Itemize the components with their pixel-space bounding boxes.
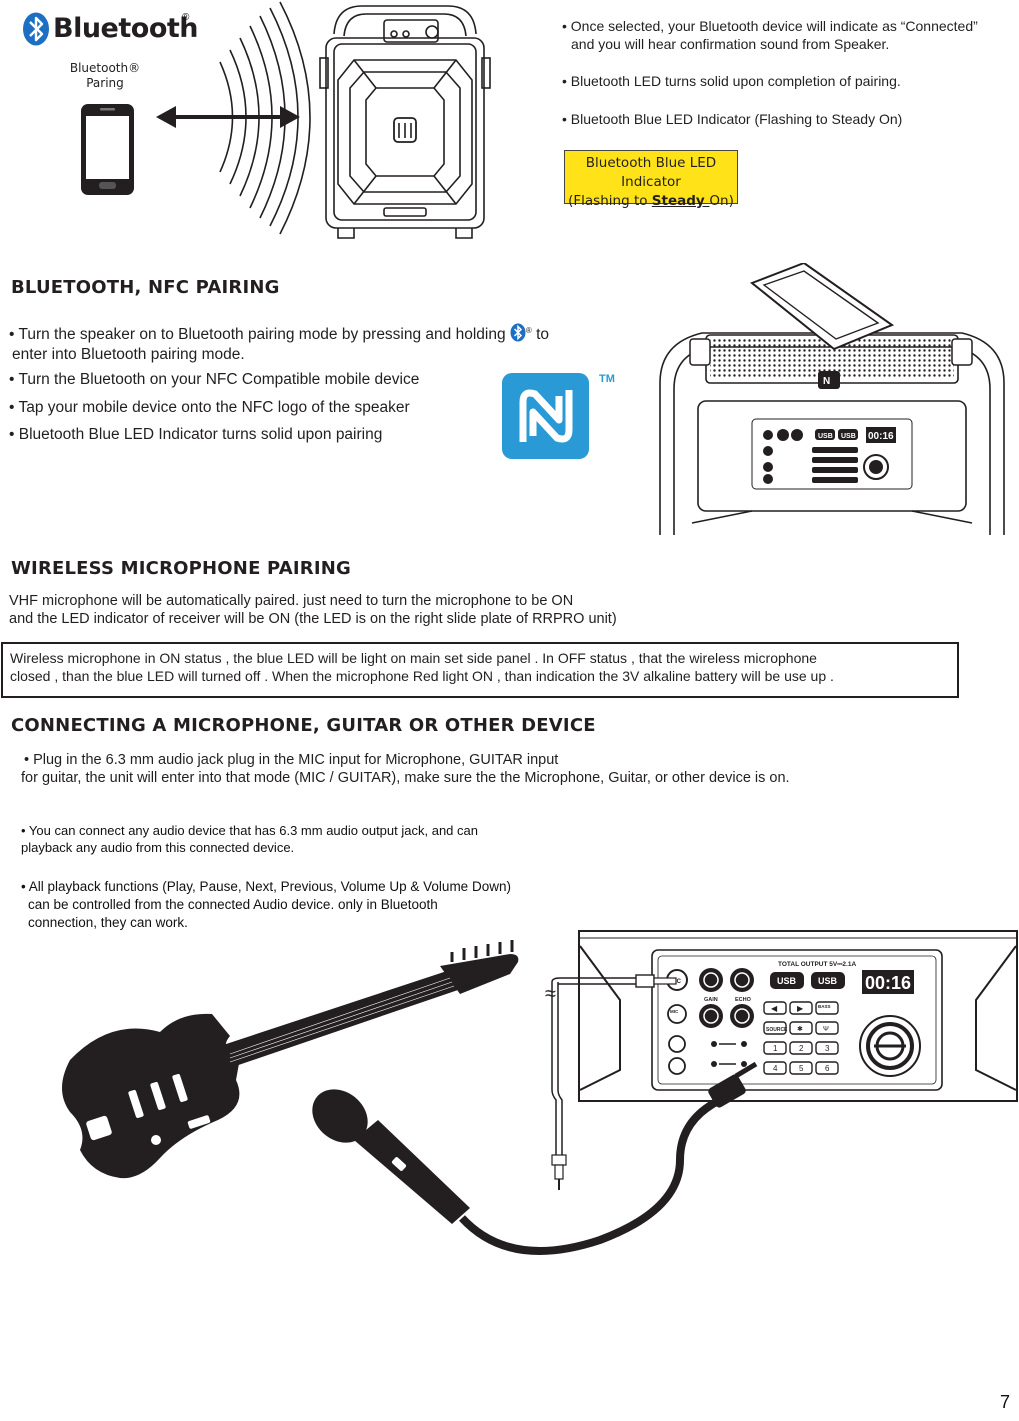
nfc-bullet-1: • Turn the speaker on to Bluetooth pairi… (9, 321, 619, 345)
led-indicator-box: Bluetooth Blue LED Indicator (Flashing t… (564, 150, 738, 209)
panel-usb2-label: USB (818, 976, 838, 986)
control-panel-drawing: TOTAL OUTPUT 5V⎓2.1A MIC GAIN ECHO MIC U… (578, 930, 1018, 1102)
svg-text:≈: ≈ (545, 983, 556, 1005)
nfc-bullet-1-cont: enter into Bluetooth pairing mode. (12, 346, 245, 364)
double-arrow-icon (156, 106, 300, 128)
wireless-text-line1: VHF microphone will be automatically pai… (9, 593, 574, 609)
panel-usb-symbol: Ψ (823, 1026, 829, 1033)
panel-usb1-port (770, 972, 804, 989)
panel-total-output: TOTAL OUTPUT 5V⎓2.1A (778, 961, 856, 968)
smartphone-icon (81, 104, 134, 195)
nfc-logo-icon (502, 373, 589, 459)
panel-key-2: 2 (799, 1044, 804, 1053)
nfc-tag-icon (818, 371, 840, 389)
bluetooth-pairing-label-line1: Bluetooth® (69, 61, 141, 75)
connect-p1-line2: for guitar, the unit will enter into tha… (21, 770, 790, 786)
nfc-panel-usb2-label: USB (841, 433, 856, 440)
panel-usb1-label: USB (777, 976, 797, 986)
bluetooth-button-icon (510, 323, 526, 342)
nfc-bullets: • Turn the speaker on to Bluetooth pairi… (9, 321, 619, 445)
nfc-trademark: TM (599, 373, 615, 385)
jack-plug-icon (708, 1061, 758, 1108)
bluetooth-logo: Bluetooth ® (22, 12, 199, 48)
echo2-knob-icon (730, 1004, 754, 1028)
wireless-text-line2: and the LED indicator of receiver will b… (9, 611, 617, 627)
registered-mark: ® (182, 12, 190, 23)
bluetooth-pairing-illustration (81, 1, 311, 235)
wireless-info-box: Wireless microphone in ON status , the b… (1, 642, 959, 698)
connect-p1: • Plug in the 6.3 mm audio jack plug in … (21, 751, 1001, 787)
echo-knob-icon (730, 968, 754, 992)
nfc-bullet-3: • Tap your mobile device onto the NFC lo… (9, 399, 410, 417)
bluetooth-pairing-label: Bluetooth® Paring (66, 61, 144, 91)
monster-logo-icon (393, 117, 417, 143)
guitar-mic-illustration: ≈ (62, 940, 758, 1255)
page-number: 7 (1000, 1392, 1011, 1412)
connect-p3-line1: • All playback functions (Play, Pause, N… (21, 879, 511, 894)
nfc-bullet-1-after: to (536, 326, 550, 344)
led-indicator-box-prefix: (Flashing to (568, 193, 652, 209)
signal-waves-icon (219, 1, 311, 235)
top-bullet-connected-cont: and you will hear confirmation sound fro… (571, 36, 890, 52)
wireless-section-heading: WIRELESS MICROPHONE PAIRING (11, 558, 351, 579)
panel-prev-button: ◀ (771, 1004, 778, 1013)
bluetooth-rune-icon (23, 12, 49, 46)
nfc-bullet-1-before: • Turn the speaker on to Bluetooth pairi… (9, 326, 506, 344)
phone-on-speaker-icon (750, 263, 895, 351)
panel-next-button: ▶ (797, 1004, 804, 1013)
panel-key-5: 5 (799, 1064, 804, 1073)
volume-knob-icon (859, 1015, 921, 1077)
panel-key-4: 4 (773, 1064, 778, 1073)
gain-knob-icon (699, 968, 723, 992)
panel-key-3: 3 (825, 1044, 830, 1053)
panel-key-1: 1 (773, 1044, 778, 1053)
nfc-panel-display (866, 427, 896, 443)
electric-guitar-icon (62, 940, 519, 1179)
gain2-knob-icon (699, 1004, 723, 1028)
top-bullets: • Once selected, your Bluetooth device w… (562, 17, 1012, 128)
nfc-bullet-4: • Bluetooth Blue LED Indicator turns sol… (9, 426, 383, 444)
connect-p1-line1: • Plug in the 6.3 mm audio jack plug in … (24, 752, 559, 768)
nfc-panel-display-text: 00:16 (868, 431, 894, 442)
panel-display (862, 970, 914, 994)
connect-section-heading: CONNECTING A MICROPHONE, GUITAR OR OTHER… (11, 715, 596, 736)
top-bullet-led-flashing: • Bluetooth Blue LED Indicator (Flashing… (562, 111, 903, 127)
panel-bt-button: ✱ (797, 1025, 803, 1033)
connect-p2: • You can connect any audio device that … (21, 822, 581, 856)
connect-p3-line2: can be controlled from the connected Aud… (28, 897, 438, 912)
svg-text:MIC: MIC (670, 1009, 679, 1014)
speaker-nfc-drawing: N USB USB 00:16 (659, 263, 1005, 535)
led-indicator-box-line2: (Flashing to Steady On) (565, 192, 737, 211)
bluetooth-wordmark: Bluetooth (53, 13, 199, 44)
top-bullet-led-solid: • Bluetooth LED turns solid upon complet… (562, 73, 901, 89)
panel-gain-label: GAIN (704, 997, 718, 1003)
panel-key-6: 6 (825, 1064, 830, 1073)
wireless-info-box-line2: closed , than the blue LED will turned o… (10, 668, 834, 684)
wireless-text: VHF microphone will be automatically pai… (9, 592, 999, 628)
speaker-front-drawing (319, 5, 491, 239)
panel-display-text: 00:16 (865, 973, 911, 993)
led-indicator-box-line1: Bluetooth Blue LED Indicator (585, 155, 717, 190)
svg-text:BASS: BASS (818, 1004, 831, 1009)
nfc-panel-usb2 (838, 429, 858, 440)
svg-text:N: N (823, 376, 830, 387)
led-indicator-box-steady: Steady (651, 193, 710, 209)
connect-p2-line1: • You can connect any audio device that … (21, 823, 478, 838)
connect-p3: • All playback functions (Play, Pause, N… (21, 878, 581, 932)
led-indicator-box-suffix: On) (709, 193, 734, 209)
connect-p2-line2: playback any audio from this connected d… (21, 840, 295, 855)
connect-p3-line3: connection, they can work. (28, 915, 188, 930)
bluetooth-pairing-label-line2: Paring (86, 76, 124, 90)
panel-usb2-port (811, 972, 845, 989)
nfc-panel-usb1 (815, 429, 835, 440)
nfc-bullet-2: • Turn the Bluetooth on your NFC Compati… (9, 371, 420, 389)
panel-source-button: SOURCE (766, 1027, 788, 1033)
microphone-icon (312, 1089, 470, 1224)
nfc-panel-usb1-label: USB (818, 433, 833, 440)
wireless-info-box-line1: Wireless microphone in ON status , the b… (10, 650, 817, 666)
nfc-section-heading: BLUETOOTH, NFC PAIRING (11, 277, 280, 298)
panel-echo-label: ECHO (735, 997, 752, 1003)
top-bullet-connected: • Once selected, your Bluetooth device w… (562, 18, 978, 34)
